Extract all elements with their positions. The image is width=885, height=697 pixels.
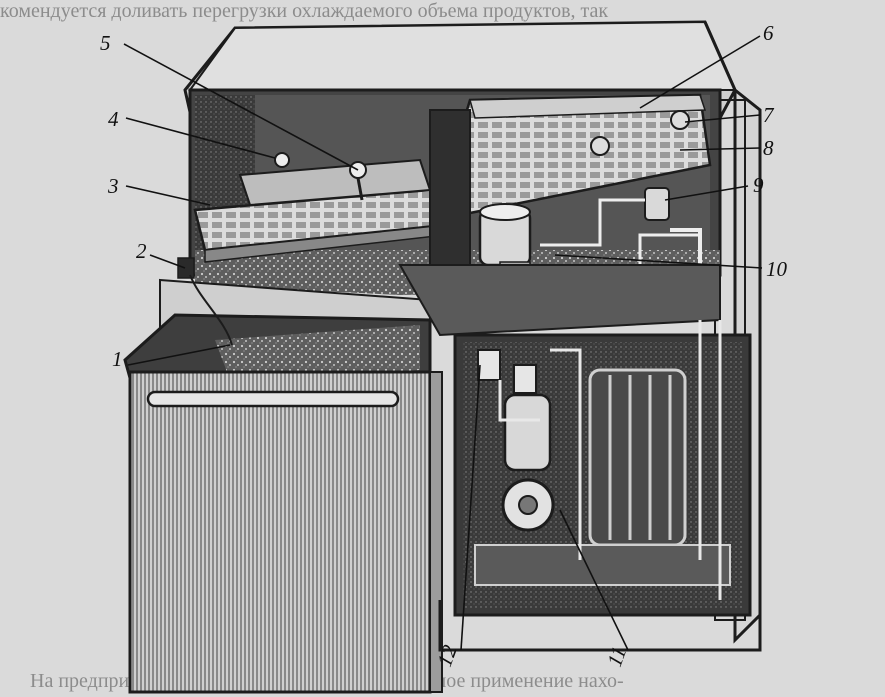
divider-panel bbox=[429, 109, 471, 291]
callout-1: 1 bbox=[112, 347, 123, 371]
ice-drawer bbox=[123, 313, 443, 694]
thermostat-sensor bbox=[177, 257, 195, 279]
cabinet-base-outline bbox=[438, 600, 762, 652]
callout-9: 9 bbox=[753, 173, 764, 197]
callout-2: 2 bbox=[136, 239, 147, 263]
drawer-handle bbox=[146, 390, 400, 408]
machine-compartment bbox=[453, 320, 752, 617]
callout-8: 8 bbox=[763, 136, 774, 160]
callout-5: 5 bbox=[100, 31, 111, 55]
callout-6: 6 bbox=[763, 21, 774, 45]
callout-10: 10 bbox=[766, 257, 788, 281]
background-text-top: комендуется доливать перегрузки охлаждае… bbox=[0, 0, 609, 22]
callout-leaders bbox=[123, 35, 763, 651]
callout-3: 3 bbox=[107, 174, 119, 198]
callout-7: 7 bbox=[763, 103, 775, 127]
sensor-capillary bbox=[189, 274, 233, 346]
callout-4: 4 bbox=[108, 107, 119, 131]
left-ice-tray bbox=[193, 152, 447, 263]
